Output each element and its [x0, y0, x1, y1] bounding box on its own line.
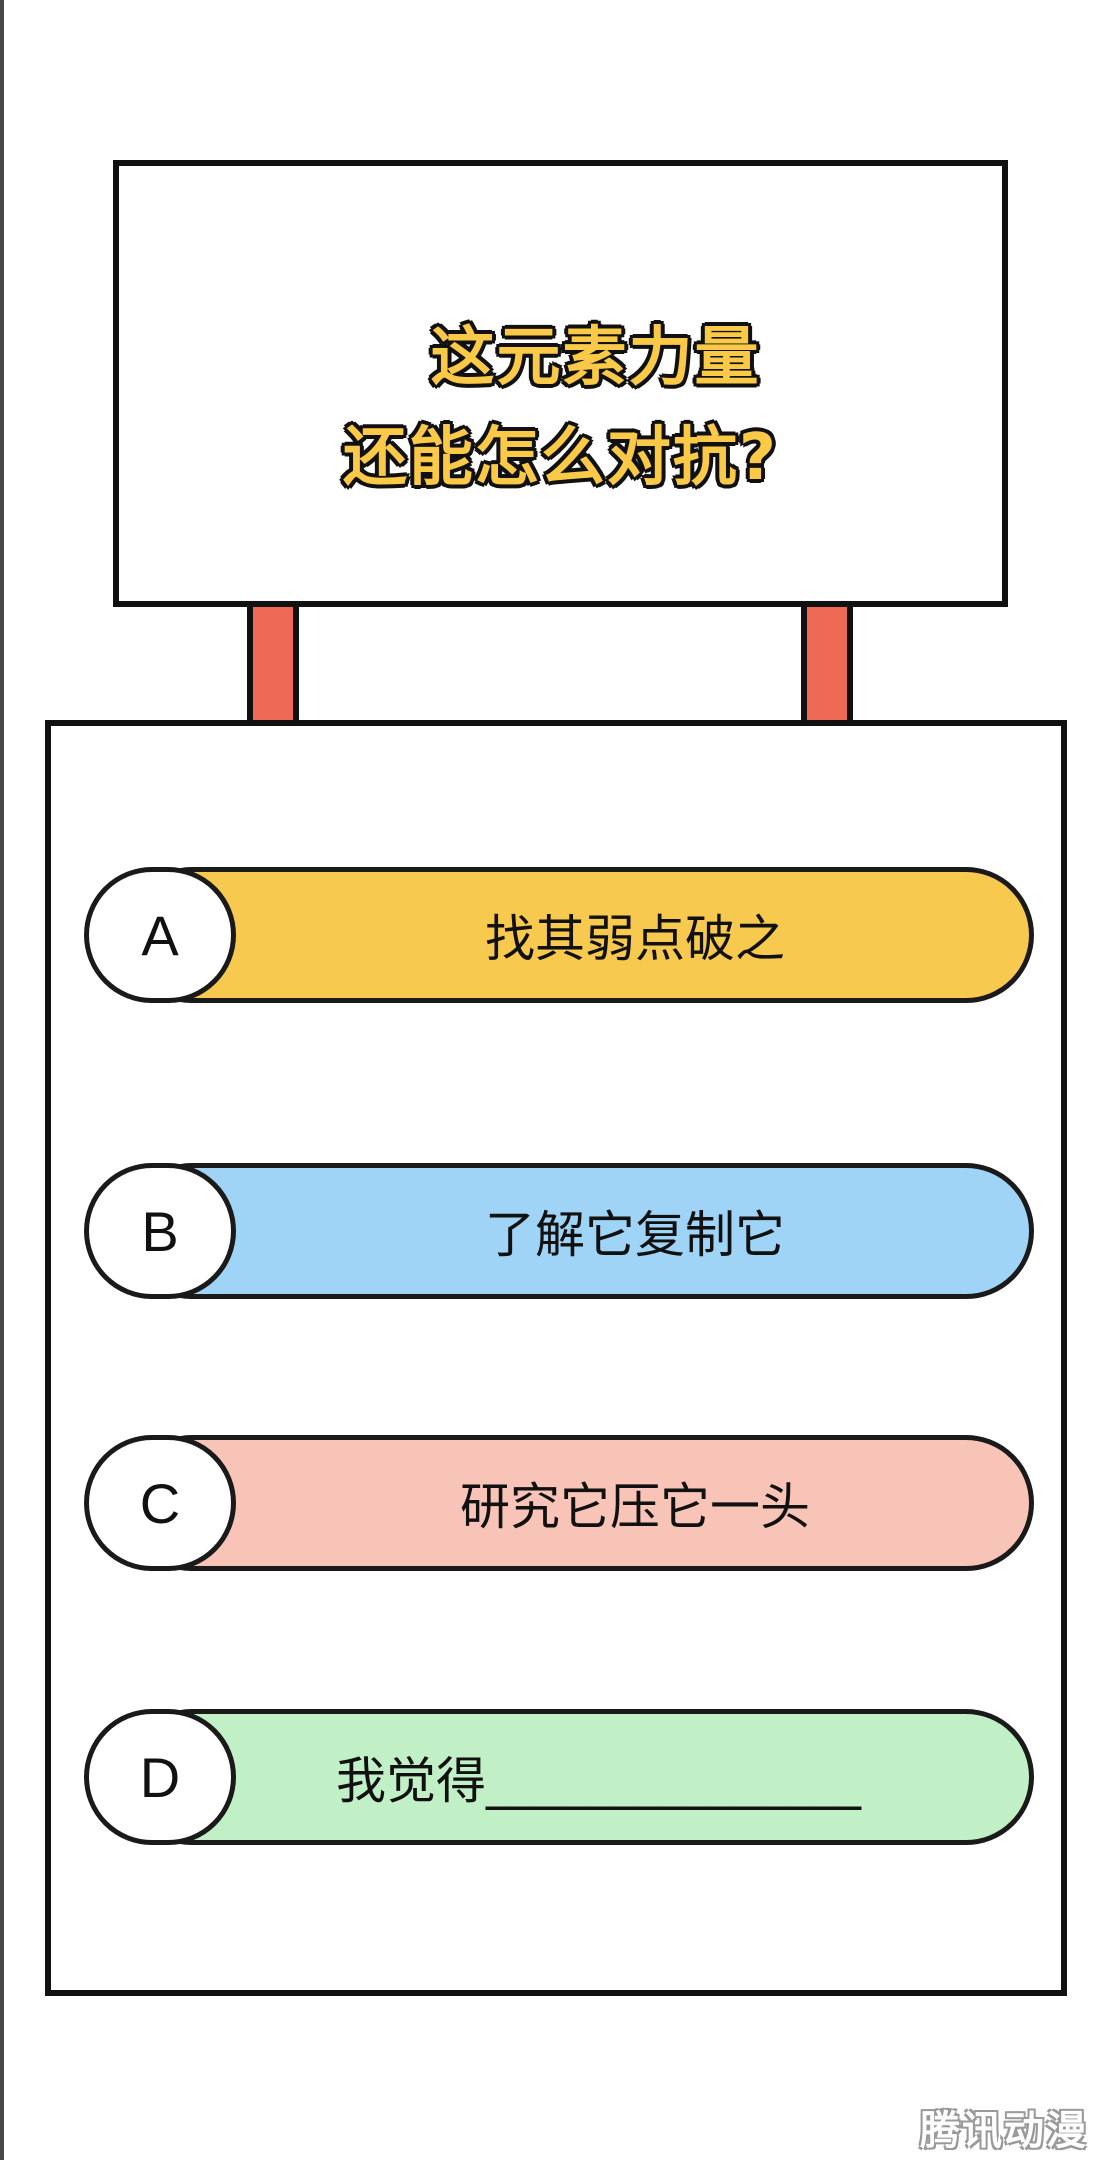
option-c-letter: C: [84, 1435, 236, 1571]
option-d-button[interactable]: D 我觉得_______________: [84, 1709, 1034, 1845]
option-b-button[interactable]: B 了解它复制它: [84, 1163, 1034, 1299]
option-d-bar: [124, 1709, 1034, 1845]
option-a-bar: [124, 867, 1034, 1003]
left-edge-line: [0, 0, 4, 2160]
option-b-text: 了解它复制它: [485, 1206, 785, 1264]
option-d-letter: D: [84, 1709, 236, 1845]
sign-post-left: [247, 607, 299, 726]
option-b-bar: [124, 1163, 1034, 1299]
watermark-logo: 腾讯动漫: [920, 2108, 1088, 2154]
question-line-1: 这元素力量: [430, 321, 761, 395]
option-d-text: 我觉得_______________: [336, 1752, 861, 1810]
option-a-text: 找其弱点破之: [485, 910, 785, 968]
question-line-2: 还能怎么对抗?: [342, 421, 779, 495]
option-a-letter: A: [84, 867, 236, 1003]
option-c-text: 研究它压它一头: [460, 1478, 810, 1536]
option-b-letter: B: [84, 1163, 236, 1299]
option-a-button[interactable]: A 找其弱点破之: [84, 867, 1034, 1003]
option-c-button[interactable]: C 研究它压它一头: [84, 1435, 1034, 1571]
sign-post-right: [801, 607, 853, 726]
option-c-bar: [124, 1435, 1034, 1571]
question-sign-board: 这元素力量 还能怎么对抗?: [113, 160, 1008, 607]
